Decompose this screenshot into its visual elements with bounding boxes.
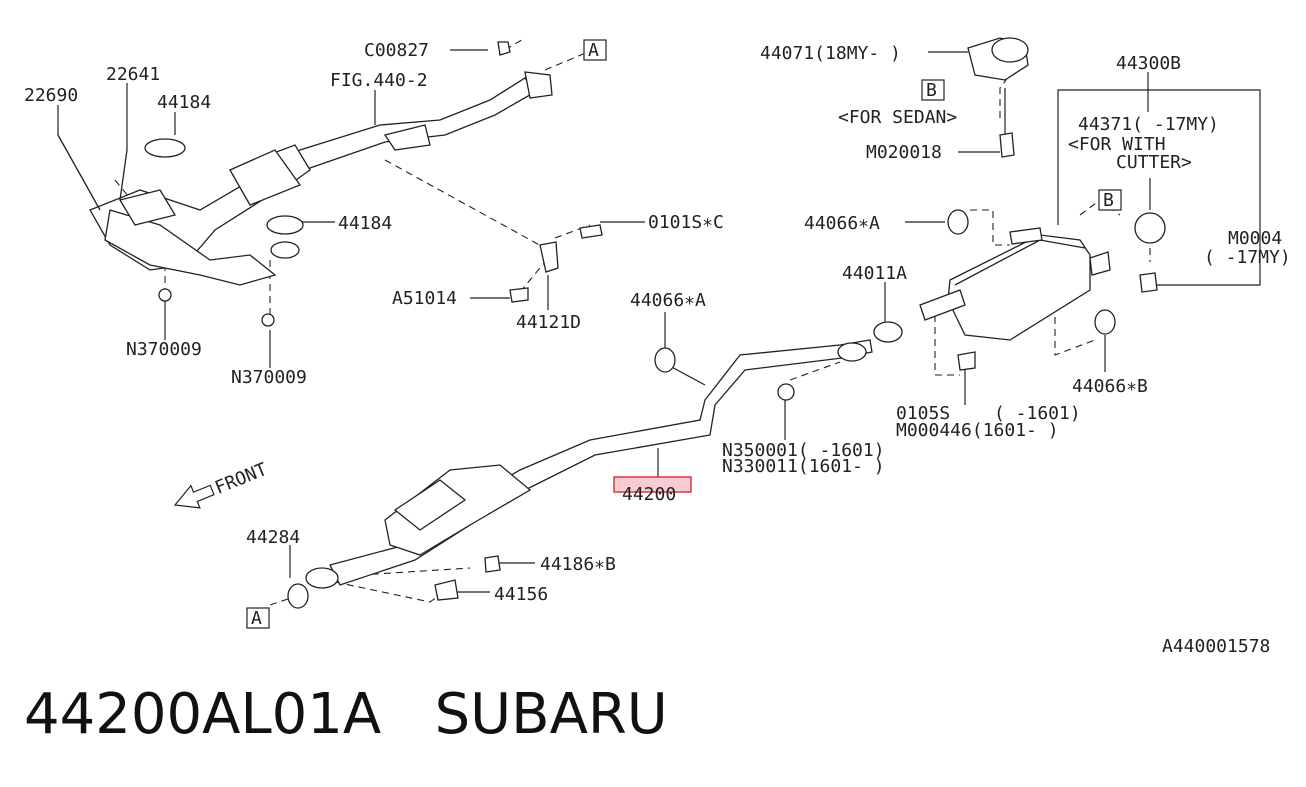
svg-text:B: B — [1103, 190, 1114, 211]
front-arrow: FRONT — [173, 459, 270, 509]
label-44066a-right[interactable]: 44066∗A — [804, 213, 880, 234]
diagram-id: A440001578 — [1162, 636, 1271, 657]
label-m0004-range: ( -17MY) — [1204, 247, 1291, 268]
part-labels: C00827 FIG.440-2 22641 22690 44184 44184… — [24, 40, 1291, 605]
label-44011a[interactable]: 44011A — [842, 263, 907, 284]
label-m000446[interactable]: M000446(1601- ) — [896, 420, 1059, 441]
caption-part-number: 44200AL01A — [24, 682, 382, 747]
ref-box-b-right: B — [1098, 189, 1122, 211]
label-22641[interactable]: 22641 — [106, 64, 160, 85]
label-44186b[interactable]: 44186∗B — [540, 554, 616, 575]
svg-text:A: A — [588, 40, 599, 61]
label-m0004[interactable]: M0004 — [1228, 228, 1282, 249]
part-caption: 44200AL01A SUBARU — [24, 682, 668, 747]
label-44284[interactable]: 44284 — [246, 527, 300, 548]
caption-brand: SUBARU — [434, 682, 668, 747]
muffler-44300b — [873, 37, 1166, 371]
label-fig440-2[interactable]: FIG.440-2 — [330, 70, 428, 91]
label-cutter: CUTTER> — [1116, 152, 1192, 173]
label-22690[interactable]: 22690 — [24, 85, 78, 106]
label-44184-top[interactable]: 44184 — [157, 92, 211, 113]
label-n370009-b[interactable]: N370009 — [231, 367, 307, 388]
label-n350001[interactable]: N350001( -1601) — [722, 440, 885, 461]
label-44300b[interactable]: 44300B — [1116, 53, 1181, 74]
ref-box-a-top: A — [583, 39, 607, 61]
svg-text:B: B — [926, 80, 937, 101]
leader-lines — [57, 49, 1261, 593]
label-44071[interactable]: 44071(18MY- ) — [760, 43, 901, 64]
bracket-44121d — [509, 224, 603, 303]
label-44066a-left[interactable]: 44066∗A — [630, 290, 706, 311]
label-44121d[interactable]: 44121D — [516, 312, 581, 333]
label-0105s-range: ( -1601) — [994, 403, 1081, 424]
part-highlight-44200 — [613, 476, 692, 493]
label-44066b[interactable]: 44066∗B — [1072, 376, 1148, 397]
center-pipe-44200 — [287, 339, 873, 609]
label-44371[interactable]: 44371( -17MY) — [1078, 114, 1219, 135]
front-label: FRONT — [212, 459, 270, 499]
label-n370009-a[interactable]: N370009 — [126, 339, 202, 360]
label-for-with: <FOR WITH — [1068, 134, 1166, 155]
label-44200[interactable]: 44200 — [622, 484, 676, 505]
label-for-sedan: <FOR SEDAN> — [838, 107, 957, 128]
label-0105s[interactable]: 0105S — [896, 403, 950, 424]
label-44184-mid[interactable]: 44184 — [338, 213, 392, 234]
front-pipe-assembly — [57, 41, 553, 327]
label-0101s-c[interactable]: 0101S∗C — [648, 212, 724, 233]
ref-box-a-bottom: A — [246, 607, 270, 629]
label-c00827[interactable]: C00827 — [364, 40, 429, 61]
label-a51014[interactable]: A51014 — [392, 288, 457, 309]
label-m020018[interactable]: M020018 — [866, 142, 942, 163]
ref-box-b-left: B — [921, 79, 945, 101]
label-44156[interactable]: 44156 — [494, 584, 548, 605]
label-n330011[interactable]: N330011(1601- ) — [722, 456, 885, 477]
svg-text:A: A — [251, 608, 262, 629]
